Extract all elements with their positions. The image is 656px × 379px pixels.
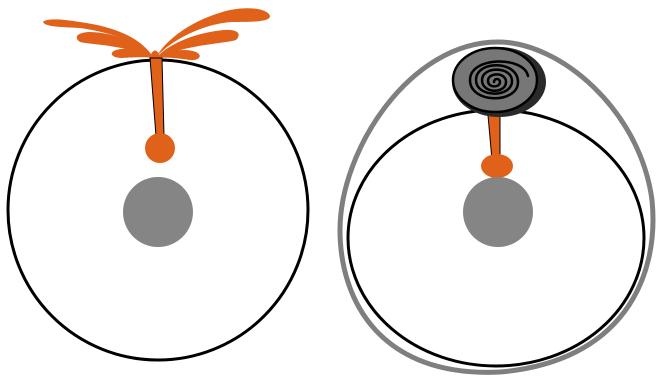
left-nucleus <box>123 177 193 247</box>
left-fan-branches <box>43 8 270 60</box>
fan-center-tuft <box>150 51 160 59</box>
left-stalk <box>150 58 164 136</box>
right-orange-body <box>481 154 513 178</box>
right-nucleus <box>463 177 533 247</box>
right-cell-panel <box>340 42 653 372</box>
right-coiled-spiral <box>452 47 546 117</box>
left-cell-panel <box>8 8 308 360</box>
left-orange-body <box>145 133 175 163</box>
